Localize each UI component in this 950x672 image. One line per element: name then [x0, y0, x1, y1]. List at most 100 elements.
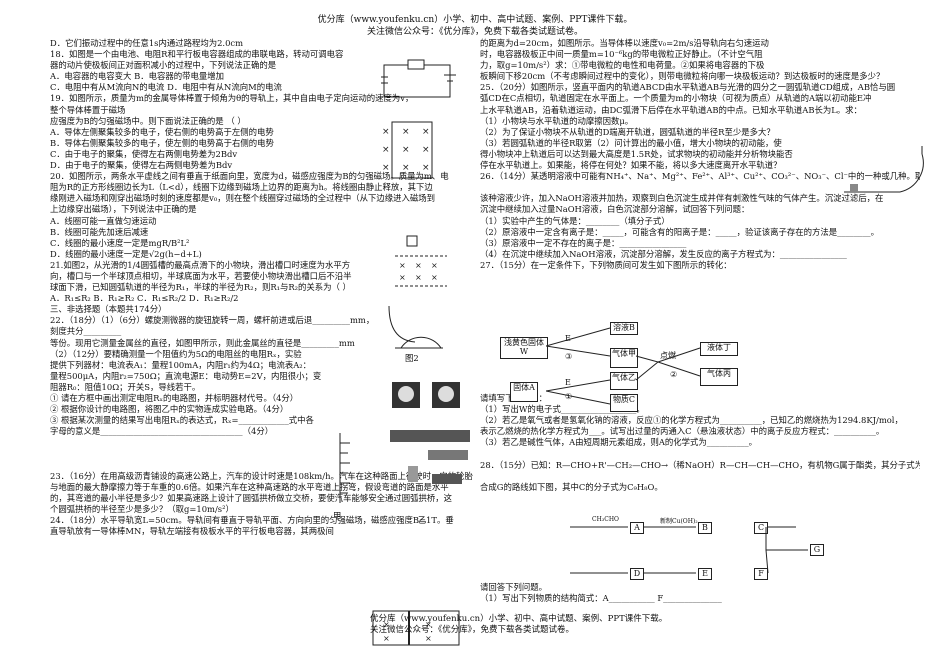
left-text-line: 提供下列器材：电流表A₁：量程100mA，内阻r₁约为4Ω；电流表A₂： — [50, 359, 312, 370]
reagent-1: CH₃CHO — [592, 516, 619, 523]
left-text-line: 21.如图2，从光滑的1/4圆弧槽的最高点滑下的小物块，滑出槽口时速度为水平方 — [50, 259, 351, 270]
svg-text:×: × — [422, 127, 430, 137]
figure-yi-label: 乙 — [418, 515, 427, 525]
left-text-line: 23．（16分）在用高级沥青铺设的高速公路上，汽车的设计时速是108km/h。汽… — [50, 470, 473, 481]
svg-text:×: × — [399, 273, 406, 282]
svg-text:×: × — [425, 620, 432, 629]
right-text-line: （2）若乙是氧气或者是氢氧化钠的溶液，反应①的化学方程式为__________，… — [480, 415, 903, 426]
right-text-line — [480, 471, 920, 482]
left-text-line: 18．如图是一个由电池、电阻R和平行板电容器组成的串联电路，转动可调电容 — [50, 49, 344, 60]
left-text-line: 24．（18分）水平导轨宽L=50cm。导轨间有垂直于导轨平面、方向向里的匀强磁… — [50, 515, 454, 526]
right-text-line: 表示乙燃烧的热化学方程式为___。试写出过量的丙通入C（悬浊液状态）中的离子反应… — [480, 426, 885, 437]
label-e2: E — [565, 378, 571, 387]
right-text-line: （1）实验中产生的气体是：________（填分子式） — [480, 215, 670, 226]
footer-line-1: 优分库（www.youfenku.cn）小学、初中、高中试题、案例、PPT课件下… — [370, 614, 668, 624]
right-text-line: （4）在沉淀中继续加入NaOH溶液，沉淀部分溶解，发生反应的离子方程式为：___… — [480, 248, 847, 259]
right-text-line: 板瞬间下移20cm（不考虑瞬间过程中的变化），则带电微粒将向哪一块极板运动？到达… — [480, 71, 885, 82]
right-text-line: 28．（15分）已知：R—CHO+R'—CH₂—CHO→（稀NaOH）R—CH—… — [480, 459, 920, 470]
label-dr: 点燃 — [660, 351, 676, 360]
right-text-line: （3）原溶液中一定不存在的离子是：________________ — [480, 237, 687, 248]
page-header: 优分库（www.youfenku.cn）小学、初中、高中试题、案例、PPT课件下… — [0, 14, 950, 38]
left-text-line: 缘刚进入磁场和刚穿出磁场时刻的速度都是v₀，则在整个线圈穿过磁场的全过程中（从下… — [50, 193, 435, 204]
svg-text:×: × — [382, 163, 390, 173]
left-text-line: D．由于电子的聚集，使得左右两侧电势差为Bdv — [50, 160, 233, 171]
label-c3: ③ — [565, 352, 573, 361]
left-text-line: 向，槽口与一个半球顶点相切，半球底面为水平，若要使小物块滑出槽口后不沿半 — [50, 270, 352, 281]
left-text-line: 的，其弯道的最小半径是多少？如果高速路上设计了圆弧拱桥做立交桥，要使汽车能够安全… — [50, 492, 452, 503]
right-text-line: 上水平轨道AB，沿着轨道运动，由DC弧滑下后停在水平轨道AB的中点。已知水平轨道… — [480, 104, 862, 115]
right-text-line: 合成G的路线如下图，其中C的分子式为C₉H₈O。 — [480, 481, 663, 492]
left-text-line: 整个导体棒置于磁场 — [50, 104, 126, 115]
box-d: D — [630, 568, 644, 580]
left-text-line: 阻器R₀：阻值10Ω；开关S，导线若干。 — [50, 381, 201, 392]
left-text-line: 直导轨放有一导体棒MN，导轨左端接有极板水平的平行板电容器，其两极间 — [50, 526, 334, 537]
right-text-line — [480, 282, 920, 293]
box-w: 浅黄色固体W — [500, 337, 548, 359]
left-text-line: 应强度为B的匀强磁场中。则下面说法正确的是 （ ） — [50, 115, 246, 126]
magnetic-field-figure: ××× ××× ××× — [382, 121, 433, 179]
right-text-line — [480, 448, 920, 459]
svg-text:×: × — [422, 163, 430, 173]
right-text-line: 弧CD在C点相切，轨道固定在水平面上。一个质量为m的小物块（可视为质点）从轨道的… — [480, 93, 872, 104]
left-text-line: A．电容器的电容变大 B．电容器的带电量增加 — [50, 71, 224, 82]
left-text-line: 个圆弧拱桥的半径至少是多少？（取g=10m/s²） — [50, 503, 234, 514]
left-text-line: 字母的意义是__________________________________… — [50, 426, 274, 437]
figure-jia-label: 甲 — [333, 511, 342, 521]
left-text-line: C．由于电子的聚集，使得左右两侧电势差为2Bdv — [50, 148, 238, 159]
svg-text:×: × — [431, 273, 438, 282]
right-text-line — [480, 271, 920, 282]
box-g: G — [810, 544, 824, 556]
svg-text:×: × — [415, 273, 422, 282]
right-text-line: 得小物块冲上轨道后可以达到最大高度是1.5R处，试求物块的初动能并分析物块能否 — [480, 148, 793, 159]
right-text-line: 力，取g=10m/s²）求：①带电微粒的电性和电荷量。②如果将电容器的下极 — [480, 60, 765, 71]
svg-text:×: × — [425, 634, 432, 643]
right-text-line — [480, 304, 920, 315]
left-text-line: 19．如图所示，质量为m的金属导体棒置于倾角为θ的导轨上，其中自由电子定向运动的… — [50, 93, 414, 104]
left-text-line: D．线圈的最小速度一定是√2g(h−d+L) — [50, 248, 202, 259]
coil-field-figure: ××× ××× — [395, 235, 447, 287]
right-text-line: 26．（14分）某透明溶液中可能有NH₄⁺、Na⁺、Mg²⁺、Fe²⁺、Al³⁺… — [480, 171, 920, 182]
left-text-line: B．线圈可能先加速后减速 — [50, 226, 149, 237]
right-text-line: 沉淀中继续加入过量NaOH溶液，白色沉淀部分溶解，试回答下列问题： — [480, 204, 750, 215]
right-column: 的距离为d=20cm，如图所示。当导体棒以速度v₀=2m/s沿导轨向右匀速运动时… — [480, 38, 920, 604]
left-text-line: 量程500μA，内阻r₂=750Ω；直流电源E：电动势E=2V，内阻很小；变 — [50, 370, 322, 381]
page-footer: 优分库（www.youfenku.cn）小学、初中、高中试题、案例、PPT课件下… — [370, 614, 770, 636]
svg-text:×: × — [383, 634, 390, 643]
left-text-line: A．R₁≤R₂ B．R₁≥R₂ C．R₁≤R₂/2 D．R₁≥R₂/2 — [50, 293, 239, 304]
right-text-line: 停在水平轨道上。如果能，将停在何处？如果不能，将以多大速度离开水平轨道？ — [480, 160, 782, 171]
box-qb: 气体丙 — [700, 368, 738, 386]
right-text-line: （1）写出下列物质的结构简式：A___________ F___________… — [480, 592, 722, 603]
left-text-line: A．导体左侧聚集较多的电子，使右侧的电势高于左侧的电势 — [50, 126, 274, 137]
box-f: F — [754, 568, 768, 580]
track-figure — [844, 146, 924, 193]
box-c: C — [754, 522, 768, 534]
right-text-line — [480, 315, 920, 326]
svg-text:×: × — [382, 145, 390, 155]
left-text-line: ① 请在方框中画出测定电阻Rₓ的电路图，并标明器材代号。（4分） — [50, 393, 299, 403]
box-yt: 液体丁 — [700, 342, 738, 356]
svg-text:×: × — [402, 145, 410, 155]
svg-text:×: × — [415, 261, 422, 270]
header-line-1: 优分库（www.youfenku.cn）小学、初中、高中试题、案例、PPT课件下… — [317, 15, 633, 25]
left-text-line: 三、非选择题（本题共174分） — [50, 304, 167, 315]
right-text-line: 的距离为d=20cm，如图所示。当导体棒以速度v₀=2m/s沿导轨向右匀速运动 — [480, 38, 769, 48]
box-wz: 物质C — [610, 394, 638, 412]
svg-text:×: × — [383, 620, 390, 629]
right-text-line — [480, 504, 920, 515]
svg-text:×: × — [402, 163, 410, 173]
svg-text:×: × — [382, 127, 390, 137]
right-text-line: 请回答下列问题。 — [480, 581, 547, 592]
left-text-line: 球面下滑，已知圆弧轨道的半径为R₁，半球的半径为R₂，则R₁与R₂的关系为（ ） — [50, 282, 351, 293]
right-text-line: 该种溶液少许，加入NaOH溶液并加热，观察到白色沉淀生成并伴有刺激性气味的气体产… — [480, 193, 884, 204]
label-e1: E — [565, 334, 571, 343]
right-text-line: （3）若圆弧轨道的半径R取第（2）问计算出的最小值，增大小物块的初动能，使 — [480, 137, 782, 148]
right-text-line: （2）原溶液中一定含有离子是：_____，可能含有的阳离子是：_____，验证该… — [480, 226, 879, 237]
label-c1: ① — [565, 392, 573, 401]
svg-text:×: × — [431, 261, 438, 270]
reagent-2: 新制Cu(OH)₂ — [660, 518, 698, 525]
box-a: A — [630, 522, 644, 534]
left-text-line: 上边缘穿出磁场），下列说法中正确的是 — [50, 204, 197, 215]
left-text-line: C．电阻中有从M流向N的电流 D．电阻中有从N流向M的电流 — [50, 82, 282, 93]
left-text-line: 22．（18分）（1）（6分）螺旋测微器的旋钮旋转一周，螺杆前进或后退_____… — [50, 315, 375, 326]
